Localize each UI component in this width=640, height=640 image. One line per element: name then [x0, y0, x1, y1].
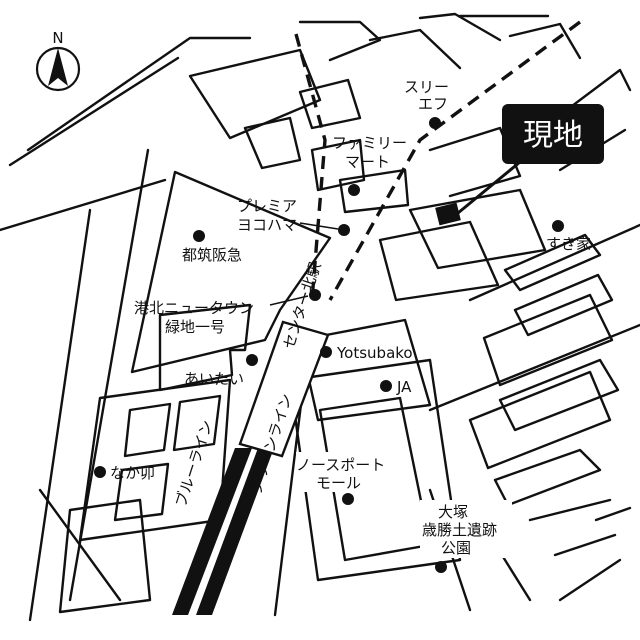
- poi-label-line: プレミア: [237, 197, 297, 215]
- poi-ja: JA: [380, 378, 412, 396]
- street-network: [0, 12, 640, 622]
- poi-dot: [94, 466, 106, 478]
- poi-label-line: Yotsubako: [336, 344, 413, 362]
- poi-dot: [338, 224, 350, 236]
- poi-otsuka-park: 大塚 歳勝土遺跡 公園: [420, 500, 512, 573]
- poi-sukiya: すき家: [546, 220, 591, 253]
- poi-label-line: JA: [396, 378, 412, 396]
- poi-label-line: あいたい: [184, 370, 244, 388]
- poi-dot: [429, 117, 441, 129]
- poi-label-line: ヨコハマ: [237, 216, 297, 234]
- underground-line: [294, 20, 582, 301]
- poi-label-line: 大塚: [438, 503, 468, 521]
- poi-label-line: 港北ニュータウン: [134, 299, 254, 317]
- current-location-label: 現地: [523, 118, 583, 153]
- poi-label-line: 歳勝土遺跡: [422, 521, 497, 539]
- poi-label-line: マート: [345, 153, 390, 171]
- poi-label-line: モール: [316, 474, 361, 492]
- poi-dot: [380, 380, 392, 392]
- railway-tracks: [172, 447, 274, 616]
- poi-label-line: 緑地一号: [165, 318, 225, 336]
- poi-label-line: エフ: [418, 95, 448, 113]
- station-box: センター北駅: [238, 260, 330, 458]
- poi-label-line: ファミリー: [332, 134, 407, 152]
- poi-label-line: スリー: [404, 78, 449, 96]
- poi-label-line: なか卯: [110, 464, 155, 482]
- poi-dot: [320, 346, 332, 358]
- poi-label-line: 都筑阪急: [182, 246, 242, 264]
- poi-dot: [342, 493, 354, 505]
- poi-dot: [435, 561, 447, 573]
- poi-premia: プレミア ヨコハマ: [237, 197, 350, 236]
- poi-familymart: ファミリー マート: [332, 134, 407, 196]
- poi-label-line: ノースポート: [296, 456, 385, 474]
- poi-aitai: あいたい: [184, 354, 258, 388]
- poi-tsuzuki-hankyu: 都筑阪急: [182, 230, 242, 264]
- poi-dot: [348, 184, 360, 196]
- poi-dot: [193, 230, 205, 242]
- poi-dot: [246, 354, 258, 366]
- blue-line-label: ブルーライン: [172, 418, 217, 509]
- compass: N: [35, 29, 81, 92]
- current-location-marker: 現地: [435, 104, 604, 226]
- poi-label-line: すき家: [546, 235, 591, 253]
- poi-kohoku-newtown: 港北ニュータウン 緑地一号: [134, 289, 321, 336]
- poi-three-f: スリー エフ: [404, 78, 449, 129]
- poi-yotsubako: Yotsubako: [320, 344, 413, 362]
- north-arrow-icon: [48, 48, 68, 86]
- poi-label-line: 公園: [441, 539, 471, 557]
- poi-nakau: なか卯: [94, 464, 155, 482]
- poi-northport: ノースポート モール: [296, 452, 396, 505]
- poi-dot: [552, 220, 564, 232]
- current-location-square: [435, 202, 461, 226]
- north-label: N: [52, 29, 63, 47]
- poi-dot: [309, 289, 321, 301]
